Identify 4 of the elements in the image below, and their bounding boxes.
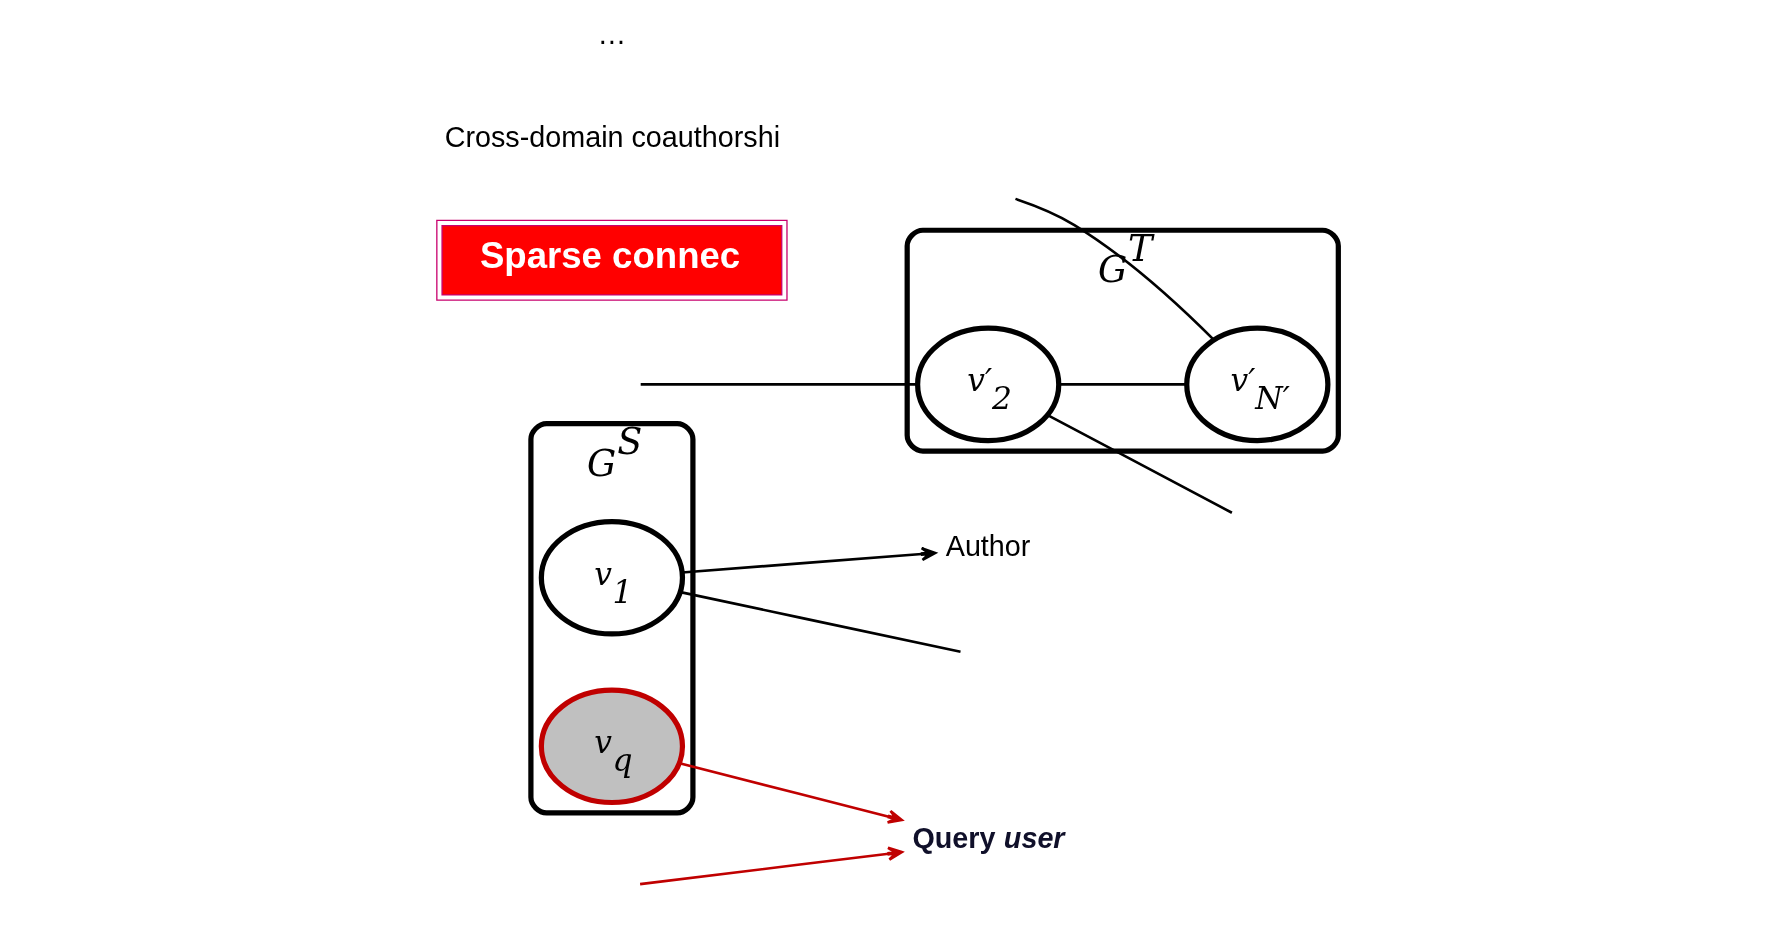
label: … <box>597 18 627 51</box>
node-text: Author <box>945 530 1031 563</box>
node-text: Query user <box>912 821 1065 854</box>
label: Cross-domain coauthorshi <box>444 121 781 154</box>
